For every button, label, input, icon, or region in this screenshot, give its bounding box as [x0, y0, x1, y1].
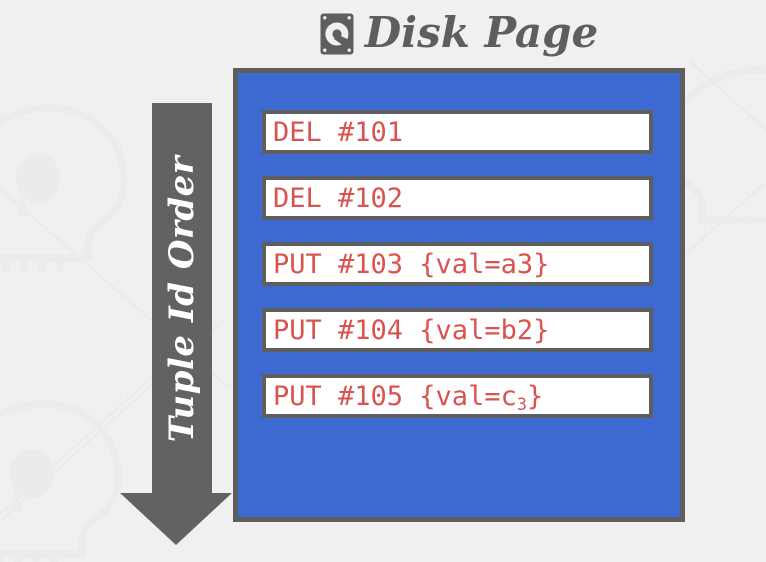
record-text: PUT #103 {val=a3} — [273, 248, 550, 280]
watermark-vline — [704, 0, 705, 562]
watermark-diagonal — [688, 60, 766, 142]
disk-page-panel: DEL #101 DEL #102 PUT #103 {val=a3} PUT … — [233, 68, 685, 522]
record-text-main: PUT #105 {val=c — [273, 380, 517, 412]
record-text-suffix: } — [526, 380, 544, 412]
tuple-id-order-arrow: Tuple Id Order — [120, 103, 232, 545]
record-row[interactable]: PUT #104 {val=b2} — [262, 308, 653, 352]
record-row[interactable]: PUT #105 {val=c3} — [262, 374, 653, 418]
page-title: Disk Page — [233, 4, 685, 62]
record-text: PUT #104 {val=b2} — [273, 314, 550, 346]
watermark-vline — [726, 0, 727, 562]
record-text: DEL #102 — [273, 182, 404, 214]
record-text-subscript: 3 — [516, 393, 527, 414]
arrow-label: Tuple Id Order — [162, 155, 202, 443]
arrow-head-icon — [120, 493, 232, 545]
record-list: DEL #101 DEL #102 PUT #103 {val=a3} PUT … — [262, 110, 653, 418]
record-row[interactable]: DEL #101 — [262, 110, 653, 154]
hard-disk-icon — [320, 13, 354, 55]
page-title-text: Disk Page — [364, 8, 599, 57]
record-text: DEL #101 — [273, 116, 404, 148]
record-text: PUT #105 {val=c3} — [273, 380, 544, 412]
record-row[interactable]: DEL #102 — [262, 176, 653, 220]
record-row[interactable]: PUT #103 {val=a3} — [262, 242, 653, 286]
arrow-shaft — [152, 103, 212, 495]
watermark-vline — [748, 0, 749, 562]
